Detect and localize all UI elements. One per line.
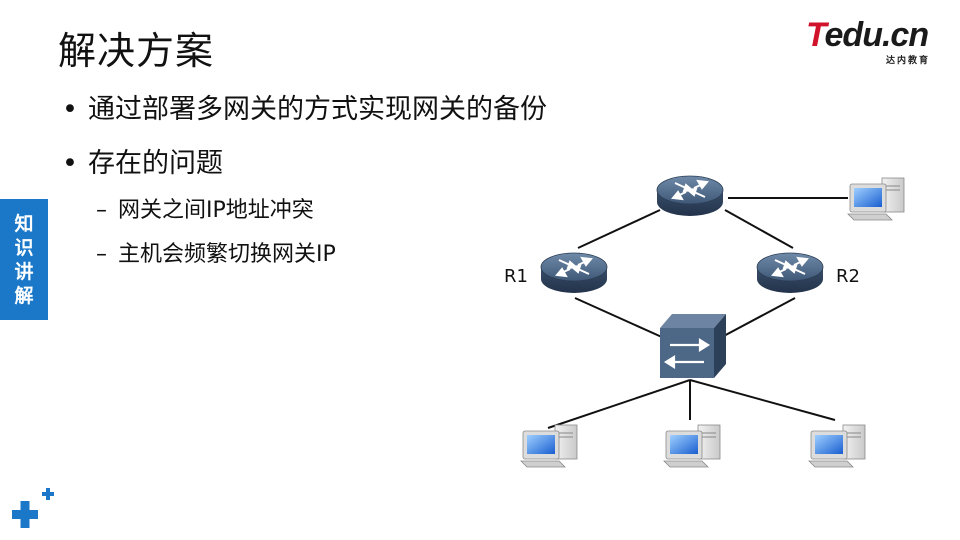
sub-bullet-text: 网关之间IP地址冲突	[118, 198, 314, 223]
side-tab-char: 讲	[14, 260, 34, 283]
pc-icon	[808, 424, 866, 468]
bullet-marker: •	[62, 94, 78, 125]
sub-bullet-marker: –	[96, 198, 107, 223]
bullet-item: • 通过部署多网关的方式实现网关的备份	[62, 92, 547, 128]
plus-icon	[12, 488, 54, 528]
side-tab-char: 识	[14, 236, 34, 259]
tedu-logo: Tedu.cn 达内教育	[800, 16, 940, 68]
pc-icon	[663, 424, 721, 468]
pc-icon	[847, 177, 905, 221]
sub-bullet-list: –网关之间IP地址冲突 –主机会频繁切换网关IP	[96, 196, 336, 284]
router-icon	[656, 175, 724, 217]
sub-bullet-item: –主机会频繁切换网关IP	[96, 240, 336, 270]
bullet-marker: •	[62, 148, 78, 179]
bullet-list: • 通过部署多网关的方式实现网关的备份 • 存在的问题	[62, 92, 547, 200]
router-icon	[540, 252, 608, 294]
bullet-item: • 存在的问题	[62, 146, 547, 182]
side-section-tab: 知 识 讲 解	[0, 199, 48, 320]
logo-letter-t: T	[806, 16, 825, 54]
side-tab-char: 知	[14, 212, 34, 235]
router-icon	[756, 252, 824, 294]
router-label-r2: R2	[836, 266, 860, 287]
bullet-text: 存在的问题	[88, 148, 223, 179]
router-label-r1: R1	[504, 266, 528, 287]
logo-wordmark-rest: edu.cn	[824, 16, 930, 54]
side-tab-char: 解	[14, 284, 34, 307]
sub-bullet-item: –网关之间IP地址冲突	[96, 196, 336, 226]
bullet-text: 通过部署多网关的方式实现网关的备份	[88, 94, 547, 125]
logo-subtitle: 达内教育	[886, 56, 931, 66]
logo-wordmark: Tedu.cn	[806, 16, 930, 55]
sub-bullet-text: 主机会频繁切换网关IP	[118, 242, 336, 267]
sub-bullet-marker: –	[96, 242, 107, 267]
page-title: 解决方案	[58, 29, 215, 73]
network-links	[547, 197, 848, 429]
switch-icon	[660, 314, 726, 378]
pc-icon	[520, 424, 578, 468]
